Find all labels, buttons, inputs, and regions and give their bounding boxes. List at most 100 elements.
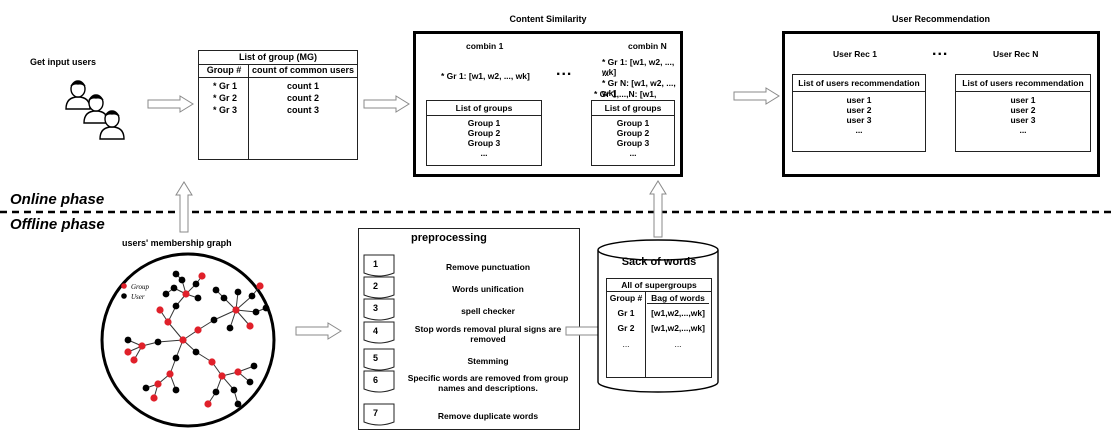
get-input-users-label: Get input users (30, 57, 97, 67)
user-list-header: List of users recommendation (798, 78, 920, 88)
combin-1-formula: * Gr 1: [w1, w2, ..., wk] (441, 71, 530, 81)
group-list-item: Group 2 (467, 128, 501, 138)
arrow-groups-to-similarity (363, 95, 410, 113)
supergroup-cell: Gr 1 (617, 308, 635, 318)
user-list-item: user 3 (1010, 115, 1036, 125)
arrow-similarity-to-recommendation (733, 87, 780, 105)
preprocessing-step: 7 Remove duplicate words (363, 403, 573, 429)
user-list-item: user 3 (846, 115, 872, 125)
step-number-badge: 4 (363, 321, 395, 344)
step-number: 2 (373, 281, 378, 291)
step-number-badge: 3 (363, 298, 395, 321)
user-recommendation-title: User Recommendation (891, 14, 991, 24)
preprocessing-step: 3 spell checker (363, 298, 573, 324)
user-rec-n-list: List of users recommendation user 1 user… (955, 74, 1091, 152)
group-list-item: ... (629, 148, 637, 158)
count-cell: count 3 (286, 105, 319, 115)
legend-group-label: Group (131, 283, 150, 291)
step-number: 7 (373, 408, 378, 418)
combin-1-group-list: List of groups Group 1 Group 2 Group 3 .… (426, 100, 542, 166)
step-number: 1 (373, 259, 378, 269)
user-recommendation-box: User Rec 1 ... User Rec N List of users … (782, 31, 1100, 177)
step-label: Specific words are removed from group na… (407, 373, 569, 393)
membership-graph: Group User (100, 252, 276, 428)
preprocessing-step: 2 Words unification (363, 276, 573, 302)
supergroup-cell: ... (622, 339, 630, 349)
arrow-sack-up (649, 180, 667, 238)
legend-user-marker (121, 293, 127, 299)
user-list-item: user 2 (846, 105, 872, 115)
group-cell: * Gr 2 (213, 93, 238, 103)
combin-n-group-list: List of groups Group 1 Group 2 Group 3 .… (591, 100, 675, 166)
group-cell: * Gr 3 (213, 105, 238, 115)
group-list-table: List of group (MG) Group # count of comm… (198, 50, 358, 160)
step-label: Stop words removal plural signs are remo… (414, 324, 562, 344)
group-list-item: Group 3 (467, 138, 501, 148)
group-list-item: Group 1 (616, 118, 650, 128)
step-label: Remove duplicate words (437, 411, 539, 421)
membership-graph-title: users' membership graph (122, 238, 232, 248)
user-rec-n-label: User Rec N (993, 49, 1039, 59)
combin-1-label: combin 1 (466, 41, 504, 51)
step-label: Words unification (452, 284, 524, 294)
group-list-item: Group 3 (616, 138, 650, 148)
user-list-header: List of users recommendation (962, 78, 1084, 88)
arrow-graph-to-preprocessing (295, 322, 342, 340)
preprocessing-step: 4 Stop words removal plural signs are rem… (363, 321, 573, 347)
legend-group-marker (121, 283, 127, 289)
count-cell: count 1 (286, 81, 319, 91)
step-number-badge: 7 (363, 403, 395, 426)
supergroups-table: All of supergroups Group # Bag of words … (606, 278, 712, 378)
user-rec-ellipsis: ... (932, 42, 949, 59)
group-list-title: List of group (MG) (239, 52, 317, 62)
legend-user-label: User (131, 293, 145, 301)
user-rec-1-list: List of users recommendation user 1 user… (792, 74, 926, 152)
step-label: Remove punctuation (445, 262, 531, 272)
group-col-header: Group # (206, 65, 242, 75)
user-rec-1-label: User Rec 1 (833, 49, 877, 59)
group-list-item: Group 1 (467, 118, 501, 128)
sack-title: Sack of words (621, 256, 697, 268)
bag-col-header: Bag of words (651, 293, 705, 303)
count-col-header: count of common users (251, 65, 354, 75)
group-list-header: List of groups (455, 103, 513, 113)
arrow-graph-up (175, 181, 193, 233)
combin-n-line: * Gr 1: [w1, w2, ..., wk] (602, 57, 675, 77)
content-similarity-box: combin 1 * Gr 1: [w1, w2, ..., wk] ... c… (413, 31, 683, 177)
bag-cell: ... (674, 339, 682, 349)
content-similarity-title: Content Similarity (509, 14, 587, 24)
step-label: spell checker (461, 306, 515, 316)
supergroup-col-header: Group # (609, 293, 643, 303)
preprocessing-step: 1 Remove punctuation (363, 254, 573, 280)
count-cell: count 2 (286, 93, 319, 103)
user-list-item: ... (855, 125, 863, 135)
step-number-badge: 1 (363, 254, 395, 277)
preprocessing-box: preprocessing (358, 228, 580, 430)
supergroups-title: All of supergroups (621, 280, 697, 290)
step-number: 5 (373, 353, 378, 363)
offline-phase-label: Offline phase (10, 216, 105, 233)
phase-divider (0, 210, 1112, 214)
combin-n-label: combin N (628, 41, 667, 51)
step-number: 6 (373, 375, 378, 385)
user-list-item: ... (1019, 125, 1027, 135)
bag-cell: [w1,w2,...,wk] (651, 308, 705, 318)
step-number-badge: 2 (363, 276, 395, 299)
combin-n-line: * Gr N: [w1, w2, ..., wk] (602, 78, 676, 98)
group-list-item: ... (480, 148, 488, 158)
step-number-badge: 6 (363, 370, 395, 393)
online-phase-label: Online phase (10, 191, 105, 208)
step-number: 3 (373, 303, 378, 313)
user-list-item: user 1 (1010, 95, 1036, 105)
combin-ellipsis: ... (556, 62, 573, 79)
user-list-item: user 1 (846, 95, 872, 105)
preprocessing-step: 6 Specific words are removed from group n… (363, 370, 573, 396)
user-list-item: user 2 (1010, 105, 1036, 115)
bag-cell: [w1,w2,...,wk] (651, 323, 705, 333)
step-number-badge: 5 (363, 348, 395, 371)
supergroup-cell: Gr 2 (617, 323, 635, 333)
group-list-header: List of groups (604, 103, 662, 113)
arrow-users-to-groups (147, 95, 194, 113)
users-icon (65, 80, 125, 140)
